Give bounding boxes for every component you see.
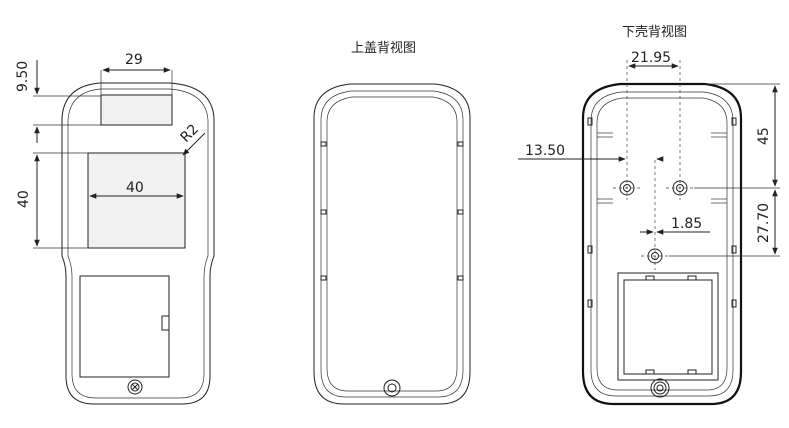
center-lines: [626, 60, 681, 270]
top-window: [100, 94, 173, 126]
dim-boss-spacing: 21.95: [628, 50, 679, 69]
dim-boss-spacing-label: 21.95: [631, 50, 671, 66]
top-cover-inner-outline: [320, 90, 464, 398]
dim-window-width: 29: [100, 52, 173, 95]
bottom-shell-inner-outline: [590, 91, 734, 397]
bottom-shell-screw-boss-icon: [650, 378, 670, 398]
dim-boss-height-top: 45: [694, 83, 780, 189]
top-cover-title: 上盖背视图: [351, 41, 416, 56]
dim-boss-offset-left-label: 13.50: [525, 143, 565, 159]
front-outline: [61, 82, 215, 405]
bottom-shell-inner-outline-2: [596, 97, 728, 391]
dim-display-width-label: 40: [126, 180, 144, 196]
front-inner-outline: [67, 88, 209, 399]
bottom-shell-ribs: [597, 132, 727, 204]
dim-display-height: 40: [16, 152, 88, 249]
dim-boss-height-lower-label: 27.70: [756, 203, 772, 243]
dim-boss-offset-small: 1.85: [640, 216, 710, 235]
dim-corner-radius-label: R2: [178, 121, 202, 145]
top-cover-back-view: 上盖背视图: [313, 41, 471, 405]
dim-boss-height-lower: 27.70: [669, 189, 780, 257]
bottom-shell-outline: [581, 82, 743, 406]
top-cover-outline: [313, 83, 471, 405]
dim-corner-radius: R2: [178, 121, 206, 156]
dim-boss-offset-small-label: 1.85: [671, 216, 702, 232]
top-cover-clips: [320, 141, 464, 281]
dim-display-width: 40: [89, 180, 184, 199]
bottom-shell-clips: [587, 117, 737, 308]
bottom-shell-title: 下壳背视图: [622, 25, 687, 40]
top-cover-inner-outline-2: [326, 96, 458, 392]
display-window: [87, 152, 186, 249]
dim-window-width-label: 29: [125, 52, 143, 68]
top-cover-screw-boss-icon: [383, 379, 401, 397]
dim-display-height-label: 40: [16, 190, 32, 208]
dim-window-offset: 9.50: [15, 60, 101, 143]
battery-compartment: [617, 272, 719, 381]
dim-boss-height-top-label: 45: [756, 127, 772, 145]
bottom-shell-back-view: 下壳背视图: [518, 25, 780, 406]
dim-boss-offset-left: 13.50: [518, 143, 664, 162]
front-view: 29 9.50 R2 40 40: [15, 52, 215, 405]
screw-icon: [127, 379, 143, 395]
battery-cover: [79, 275, 170, 378]
dim-window-offset-label: 9.50: [15, 61, 31, 92]
battery-latch: [161, 315, 170, 331]
